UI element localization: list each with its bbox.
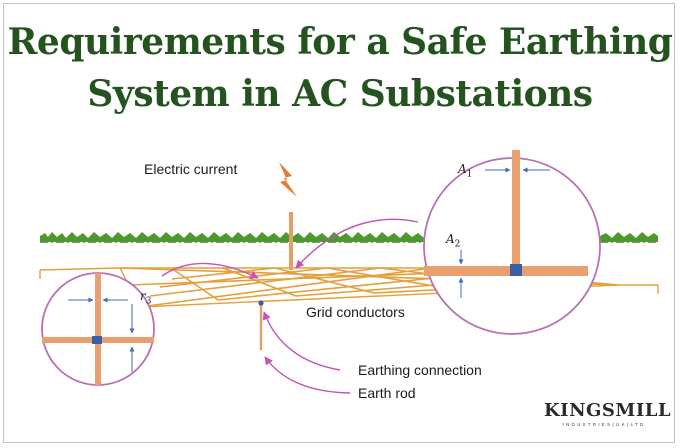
label-earth-rod: Earth rod: [358, 385, 416, 401]
symbol-a2: A2: [446, 232, 461, 250]
label-earthing-connection: Earthing connection: [358, 362, 482, 378]
symbol-a1: A1: [458, 162, 473, 180]
arrow-to-grid-conductor: [161, 262, 259, 279]
title-line-2: System in AC Substations: [87, 73, 593, 115]
symbol-r3: r3: [140, 289, 152, 307]
arrow-earth-rod: [264, 356, 351, 394]
electric-current-riser: [289, 212, 293, 270]
arrow-earthing-connection: [262, 311, 341, 371]
arrow-to-riser: [295, 218, 419, 269]
lightning-bolt-icon: [279, 162, 297, 197]
grass-strip-right: [600, 232, 658, 242]
label-electric-current: Electric current: [144, 161, 238, 177]
label-grid-conductors: Grid conductors: [306, 304, 405, 320]
callout-arrows: [161, 218, 419, 394]
magnifier-right: [423, 150, 601, 335]
title-line-1: Requirements for a Safe Earthing: [7, 21, 673, 63]
earthing-connection-node: [258, 300, 264, 306]
grass-strip: [40, 232, 424, 242]
kingsmill-logo: KINGSMILL INDUSTRIES(UK)LTD: [544, 400, 672, 428]
magnifier-left: [41, 272, 155, 386]
